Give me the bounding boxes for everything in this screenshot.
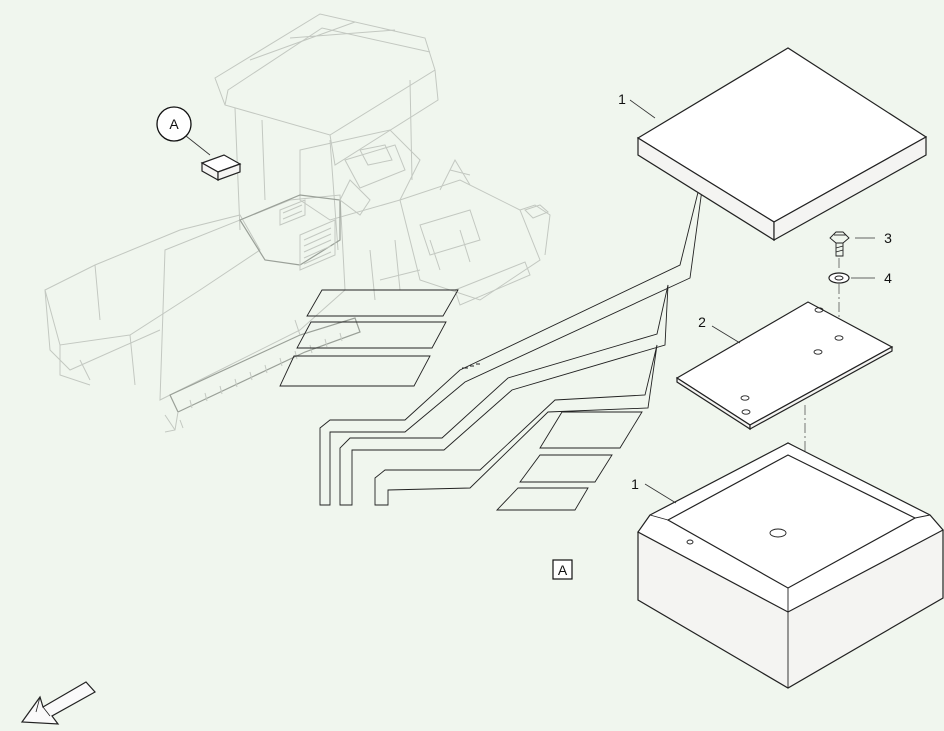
detail-a-circle [156, 106, 192, 142]
view-a-label: A [558, 562, 568, 578]
lid-right-face [773, 135, 927, 242]
part-screw [829, 231, 850, 257]
callout-leader-plate [711, 325, 741, 344]
detail-a-label: A [169, 116, 179, 132]
callout-leader-box [644, 483, 677, 504]
callout-screw: 3 [884, 230, 892, 246]
part-washer [828, 272, 850, 284]
view-a-box [552, 559, 573, 580]
callout-plate: 2 [698, 314, 706, 330]
paver-machine-outline [44, 13, 551, 433]
part-lid [636, 47, 928, 242]
lid-top-face [636, 47, 928, 223]
part-box [637, 442, 944, 689]
detail-a-leader [185, 135, 211, 156]
callout-washer: 4 [884, 270, 892, 286]
detail-a-box-right [217, 163, 241, 181]
part-plate [675, 301, 894, 431]
callout-leader-lid [629, 99, 656, 119]
direction-arrow-icon [20, 681, 96, 725]
callout-lid: 1 [618, 91, 626, 107]
decal-panels [279, 159, 707, 511]
detail-a-marker: A [156, 106, 242, 182]
callout-box: 1 [631, 476, 639, 492]
